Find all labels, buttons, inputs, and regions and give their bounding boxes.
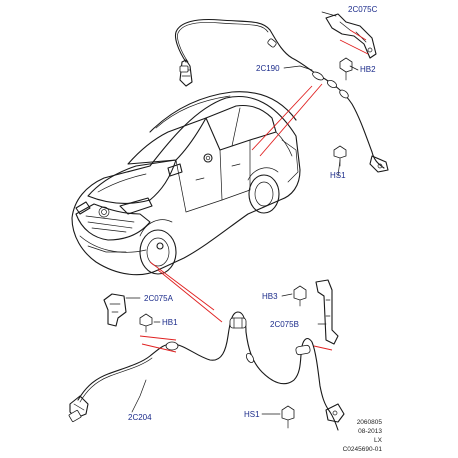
leader-lines — [139, 29, 369, 353]
callout-hb3: HB3 — [262, 292, 278, 301]
top-harness-assembly — [174, 13, 389, 173]
callout-2c075b: 2C075B — [270, 320, 299, 329]
footer-illustration-id: C0245690-01 — [343, 446, 383, 453]
callout-2c075c: 2C075C — [348, 5, 378, 14]
footer-ref-number: 2060805 — [357, 419, 383, 426]
callout-hs1-top: HS1 — [330, 171, 346, 180]
lower-harness-assembly — [68, 279, 345, 431]
footer-date: 08-2013 — [358, 428, 382, 435]
callout-hb1: HB1 — [162, 318, 178, 327]
footer-model-code: LX — [374, 437, 383, 444]
callout-2c190: 2C190 — [256, 64, 280, 73]
callout-hb2: HB2 — [360, 65, 376, 74]
callout-hs1-bottom: HS1 — [244, 410, 260, 419]
vehicle-illustration — [71, 91, 301, 276]
callout-leaders — [125, 11, 359, 415]
callout-2c204: 2C204 — [128, 413, 152, 422]
callout-2c075a: 2C075A — [144, 294, 174, 303]
